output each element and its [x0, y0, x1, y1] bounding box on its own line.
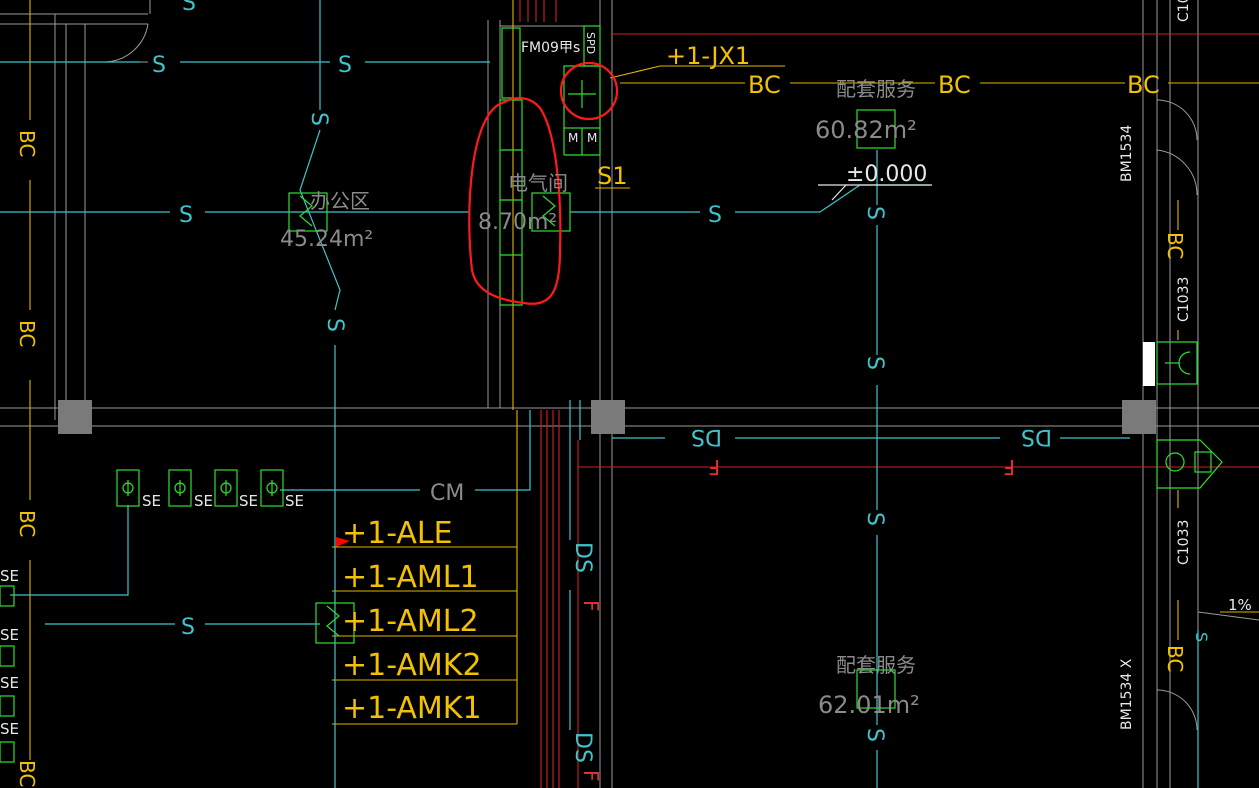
socket-icon: [168, 469, 192, 507]
socket-icon: [260, 469, 284, 507]
spd-label: SPD: [584, 32, 597, 54]
se-label: SE: [194, 492, 213, 510]
detector-icon: [1156, 341, 1198, 385]
s-label: S: [152, 53, 166, 78]
panel-arrow-icon: [336, 537, 350, 547]
s-label: S: [862, 512, 887, 526]
bc-label: BC: [15, 130, 39, 157]
socket-icon: [214, 469, 238, 507]
room-area-service-1: 60.82m²: [815, 116, 917, 144]
m-label: M: [587, 131, 597, 145]
room-name-electrical: 电气间: [508, 171, 568, 195]
room-area-service-2: 62.01m²: [818, 691, 920, 719]
f-label: F: [1003, 455, 1015, 479]
bc-label: BC: [938, 71, 971, 99]
m-label: M: [568, 131, 578, 145]
panel-label-aml2: +1-AML2: [342, 604, 479, 639]
ds-label: DS: [1021, 424, 1052, 449]
column: [591, 400, 625, 434]
fire-damper-icon: [315, 602, 355, 644]
fire-lines: [336, 0, 1259, 788]
yellow-lines: [29, 0, 1259, 760]
ceiling-device-icon: [856, 669, 896, 709]
column: [58, 400, 92, 434]
se-label: SE: [239, 492, 258, 510]
bc-label: BC: [1163, 232, 1187, 259]
se-label: SE: [0, 720, 19, 738]
panel-label-ale: +1-ALE: [342, 516, 453, 551]
fire-damper-icon: [288, 192, 328, 232]
door-code-bm1534x: BM1534 X: [1119, 658, 1135, 730]
socket-icon: [0, 585, 15, 607]
cm-label: CM: [430, 481, 464, 506]
room-name-office: 办公区: [310, 189, 370, 213]
s-label: S: [862, 206, 887, 220]
se-label: SE: [0, 567, 19, 585]
se-label: SE: [142, 492, 161, 510]
ds-label: DS: [570, 542, 595, 573]
panel-device-icon: [1156, 439, 1223, 489]
s-label: S: [1192, 632, 1211, 642]
s1-label: S1: [597, 162, 628, 190]
bc-label: BC: [1163, 645, 1187, 672]
bc-label: BC: [1127, 71, 1160, 99]
bc-label: BC: [15, 760, 39, 787]
markup-highlight-shaft: [468, 96, 562, 305]
door-code-label: FM09甲s: [521, 40, 580, 56]
bc-label: BC: [15, 510, 39, 537]
s-label: S: [179, 203, 193, 228]
s-label: S: [862, 728, 887, 742]
window-code-c1033: C1033: [1176, 520, 1192, 565]
fire-damper-icon: [531, 192, 571, 232]
se-label: SE: [0, 626, 19, 644]
s-label: S: [181, 615, 195, 640]
elevation-label: ±0.000: [846, 162, 927, 187]
jx1-label: +1-JX1: [666, 42, 750, 70]
room-area-electrical: 8.70m²: [478, 210, 557, 235]
markup-highlight-jx1: [559, 61, 619, 121]
socket-icon: [0, 741, 15, 763]
electrical-shaft: [499, 25, 601, 306]
f-label: F: [579, 600, 603, 612]
bc-label: BC: [748, 71, 781, 99]
s-label: S: [338, 53, 352, 78]
room-name-service-1: 配套服务: [836, 77, 916, 101]
ceiling-device-icon: [856, 109, 896, 149]
window-marker: [1143, 342, 1155, 386]
window-code-top: C10: [1176, 0, 1192, 22]
panel-label-amk2: +1-AMK2: [342, 648, 482, 683]
room-name-service-2: 配套服务: [836, 653, 916, 677]
cyan-lines: [0, 0, 1199, 788]
se-label: SE: [0, 674, 19, 692]
f-label: F: [579, 770, 603, 782]
s-label: S: [182, 0, 196, 16]
panel-label-amk1: +1-AMK1: [342, 691, 482, 726]
ds-label: DS: [691, 424, 722, 449]
door-code-bm1534: BM1534: [1119, 125, 1135, 182]
column: [1122, 400, 1156, 434]
s-label: S: [322, 318, 347, 332]
socket-icon: [116, 469, 140, 507]
window-code-c1033: C1033: [1176, 277, 1192, 322]
room-area-office: 45.24m²: [280, 227, 373, 252]
bc-label: BC: [15, 320, 39, 347]
socket-icon: [0, 695, 15, 717]
s-label: S: [862, 356, 887, 370]
panel-label-aml1: +1-AML1: [342, 560, 479, 595]
f-label: F: [708, 455, 720, 479]
s-label: S: [708, 203, 722, 228]
socket-icon: [0, 645, 15, 667]
elevation-marker-icon: [818, 184, 932, 201]
se-label: SE: [285, 492, 304, 510]
s-label: S: [306, 112, 331, 126]
slope-label: 1%: [1228, 596, 1252, 614]
ds-label: DS: [570, 732, 595, 763]
